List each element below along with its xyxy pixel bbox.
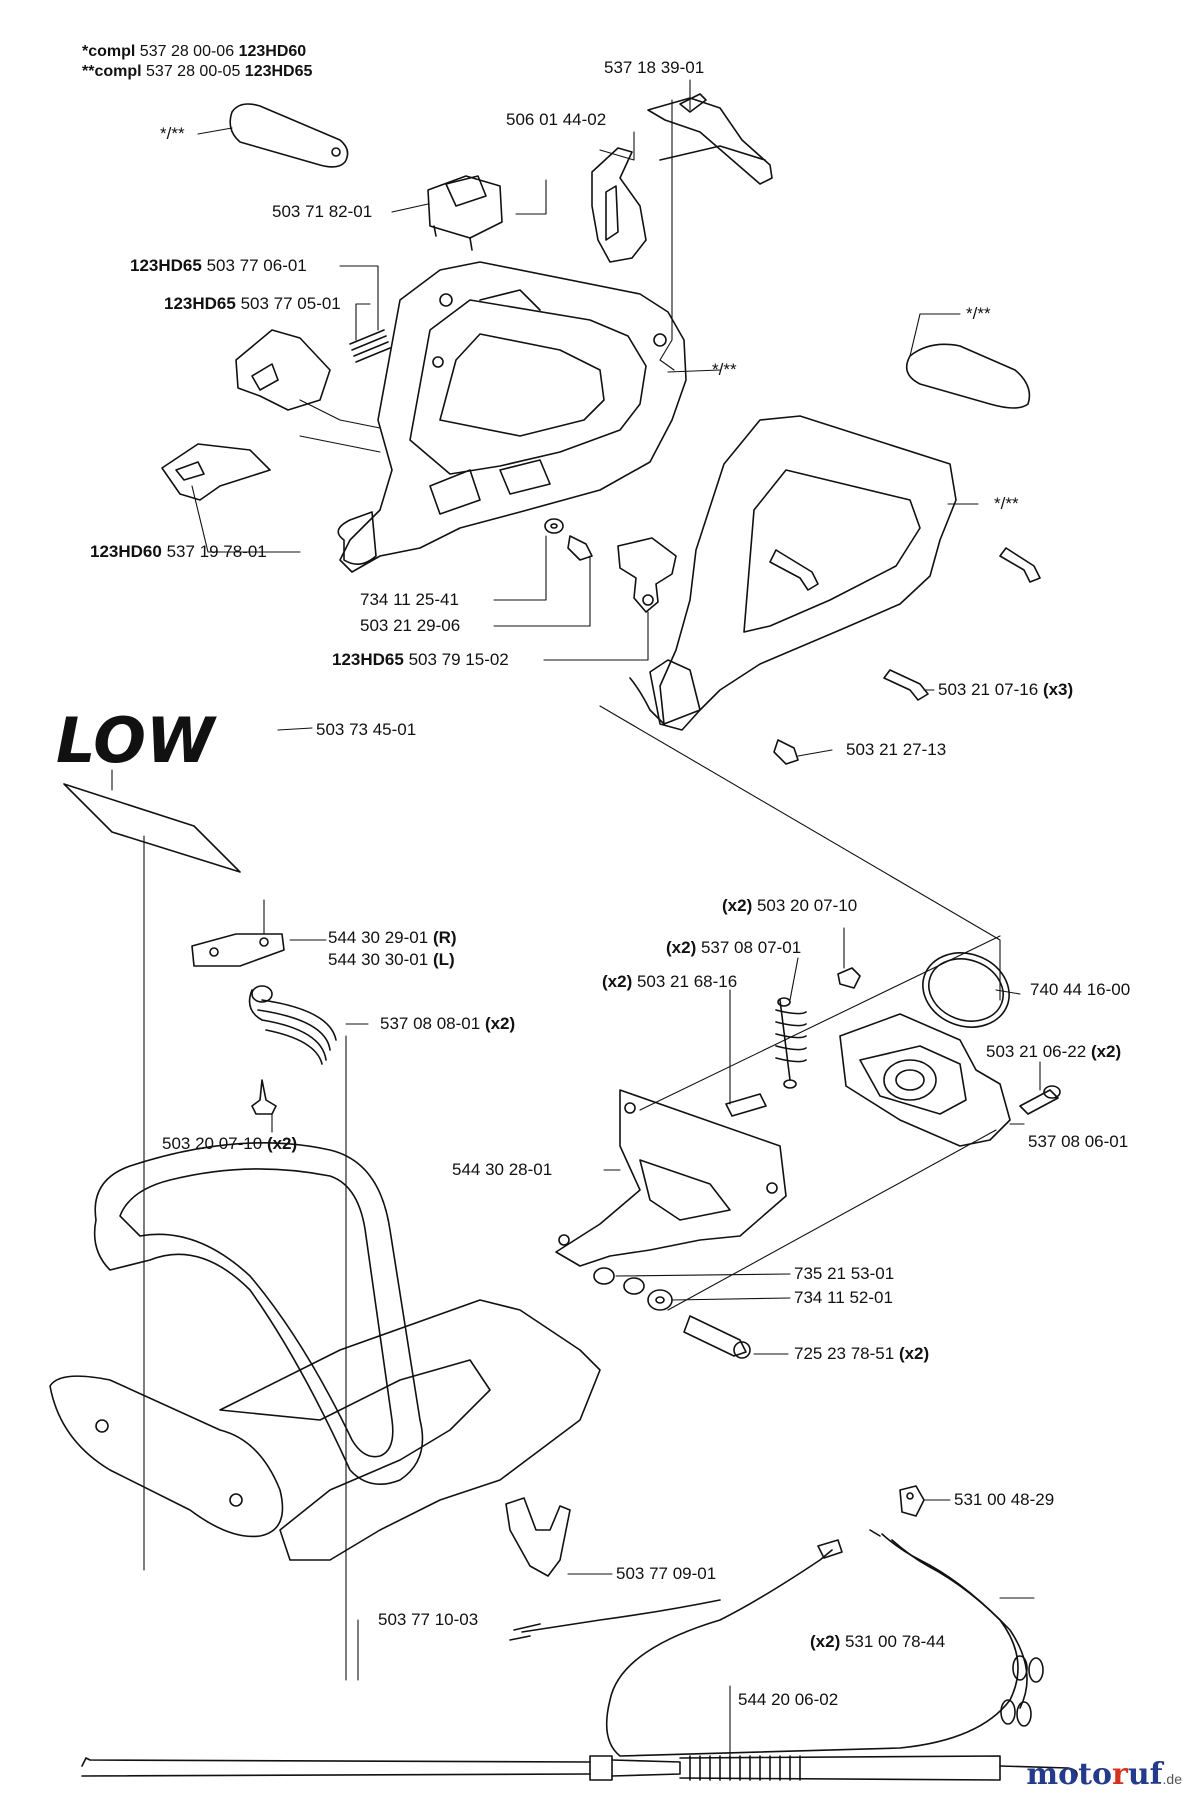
label-compl-cover: */** (994, 494, 1019, 513)
rear-handle-housing (337, 261, 687, 573)
cap-part-left (229, 103, 349, 168)
label-537-18-39-01: 537 18 39-01 (604, 58, 705, 77)
bolt-part (683, 1315, 751, 1359)
svg-text:LOW: LOW (56, 704, 217, 777)
label-503-73-45-01: 503 73 45-01 (316, 720, 417, 739)
label-503-21-07-16: 503 21 07-16 (x3) (938, 680, 1074, 699)
trigger-part (647, 93, 773, 185)
label-506-01-44-02: 506 01 44-02 (506, 110, 607, 129)
label-734-11-25-41: 734 11 25-41 (360, 590, 459, 609)
bracket-plate-part (555, 1089, 787, 1267)
label-537-08-07-01: (x2) 537 08 07-01 (666, 938, 802, 957)
label-503-79-15-02: 123HD65 503 79 15-02 (332, 650, 509, 669)
label-503-20-07-10-left: 503 20 07-10 (x2) (162, 1134, 298, 1153)
label-503-77-06-01: 123HD65 503 77 06-01 (130, 256, 307, 275)
label-544-20-06-02: 544 20 06-02 (738, 1690, 839, 1709)
label-503-21-29-06: 503 21 29-06 (360, 616, 461, 635)
label-537-08-08-01: 537 08 08-01 (x2) (380, 1014, 516, 1033)
front-handle (49, 1142, 601, 1561)
screw-503-20-07-10-right (837, 967, 861, 989)
bracket-part (617, 537, 677, 613)
switch-part (427, 175, 503, 251)
cable-clip-part (899, 1485, 925, 1517)
header-line-1: *compl 537 28 00-06 123HD60 (82, 43, 307, 60)
label-725-23-78-51: 725 23 78-51 (x2) (794, 1344, 930, 1363)
screw-503-21-07-16 (883, 669, 929, 701)
label-503-77-10-03: 503 77 10-03 (378, 1610, 479, 1629)
label-compl-housing: */** (712, 360, 737, 379)
throttle-lock-part-hd60 (161, 443, 271, 501)
label-503-71-82-01: 503 71 82-01 (272, 202, 373, 221)
label-503-21-06-22: 503 21 06-22 (x2) (986, 1042, 1122, 1061)
label-544-30-29-01: 544 30 29-01 (R) (328, 928, 457, 947)
right-handle-cover (629, 415, 957, 731)
label-503-20-07-10-right: (x2) 503 20 07-10 (722, 896, 858, 915)
label-531-00-78-44: (x2) 531 00 78-44 (810, 1632, 946, 1651)
label-537-19-78-01: 123HD60 537 19 78-01 (90, 542, 267, 561)
washer-screw-top (544, 518, 593, 561)
clip-part (505, 1497, 571, 1577)
wiring-part (509, 1529, 1044, 1757)
label-503-21-68-16: (x2) 503 21 68-16 (602, 972, 738, 991)
spring-537-08-07-01 (775, 997, 807, 1089)
screw-503-21-06-22 (1019, 1085, 1061, 1115)
header-line-2: **compl 537 28 00-05 123HD65 (82, 63, 313, 80)
label-503-77-05-01: 123HD65 503 77 05-01 (164, 294, 341, 313)
plate-part (191, 933, 285, 967)
o-ring-part (922, 952, 1010, 1028)
watermark-logo: motoruf.de (1026, 1757, 1182, 1792)
screw-503-21-27-13 (773, 739, 799, 765)
label-531-00-48-29: 531 00 48-29 (954, 1490, 1055, 1509)
label-compl-cap-left: */** (160, 124, 185, 143)
av-mount-part (839, 1013, 1011, 1147)
leader-lines (111, 79, 1041, 1759)
throttle-lock-part (235, 329, 331, 411)
screw-cover-1 (769, 549, 819, 591)
low-decal (63, 783, 241, 873)
label-503-21-27-13: 503 21 27-13 (846, 740, 947, 759)
screw-cover-2 (999, 547, 1041, 583)
screw-503-21-68-16 (725, 1093, 767, 1117)
label-734-11-52-01: 734 11 52-01 (794, 1288, 893, 1307)
washers-part (593, 1267, 673, 1311)
spring-part-small (349, 329, 391, 363)
label-544-30-30-01: 544 30 30-01 (L) (328, 950, 455, 969)
cap-part-right (905, 343, 1031, 409)
lever-part (591, 147, 647, 263)
low-logo: LOW (56, 704, 217, 777)
label-544-30-28-01: 544 30 28-01 (452, 1160, 553, 1179)
throttle-cable (81, 1755, 1078, 1781)
label-503-77-09-01: 503 77 09-01 (616, 1564, 717, 1583)
spring-part-large (248, 985, 337, 1065)
screw-503-20-07-10-left (251, 1079, 277, 1115)
label-537-08-06-01: 537 08 06-01 (1028, 1132, 1129, 1151)
label-compl-cap-right: */** (966, 304, 991, 323)
label-740-44-16-00: 740 44 16-00 (1030, 980, 1131, 999)
label-735-21-53-01: 735 21 53-01 (794, 1264, 895, 1283)
